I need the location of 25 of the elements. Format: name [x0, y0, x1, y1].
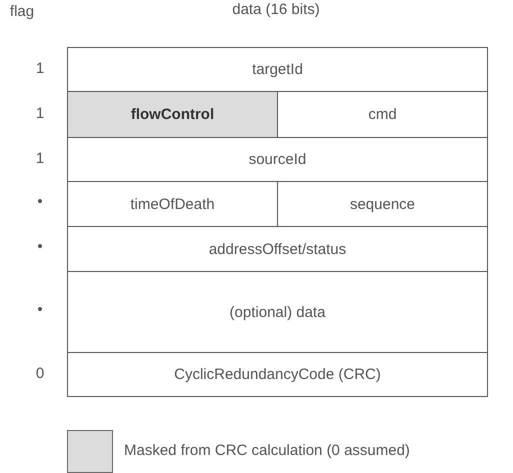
flag-value: 1 [36, 105, 44, 122]
field-name: sequence [350, 196, 416, 212]
field-cell [67, 137, 488, 182]
flag-value: 1 [36, 150, 44, 167]
field-name: flowControl [130, 106, 214, 123]
field-cell [67, 271, 488, 353]
masked-field-cell [67, 91, 278, 138]
field-name: CyclicRedundancyCode (CRC) [174, 366, 381, 383]
column-heading: flag [10, 3, 34, 20]
legend-text: Masked from CRC calculation (0 assumed) [124, 442, 410, 459]
flag-value: 0 [36, 365, 44, 382]
field-name: (optional) data [230, 304, 326, 320]
field-name: cmd [368, 106, 397, 123]
field-name: addressOffset/status [208, 240, 346, 258]
field-cell [67, 352, 488, 397]
field-cell [67, 226, 488, 272]
field-cell [67, 47, 488, 92]
flag-value: 1 [36, 60, 44, 77]
column-heading: data (16 bits) [232, 1, 320, 18]
field-name: targetId [252, 61, 303, 78]
flag-bullet: • [37, 193, 43, 210]
field-name: timeOfDeath [130, 196, 215, 212]
flag-bullet: • [37, 238, 43, 255]
flag-bullet: • [37, 301, 43, 318]
field-name: sourceId [248, 151, 306, 168]
